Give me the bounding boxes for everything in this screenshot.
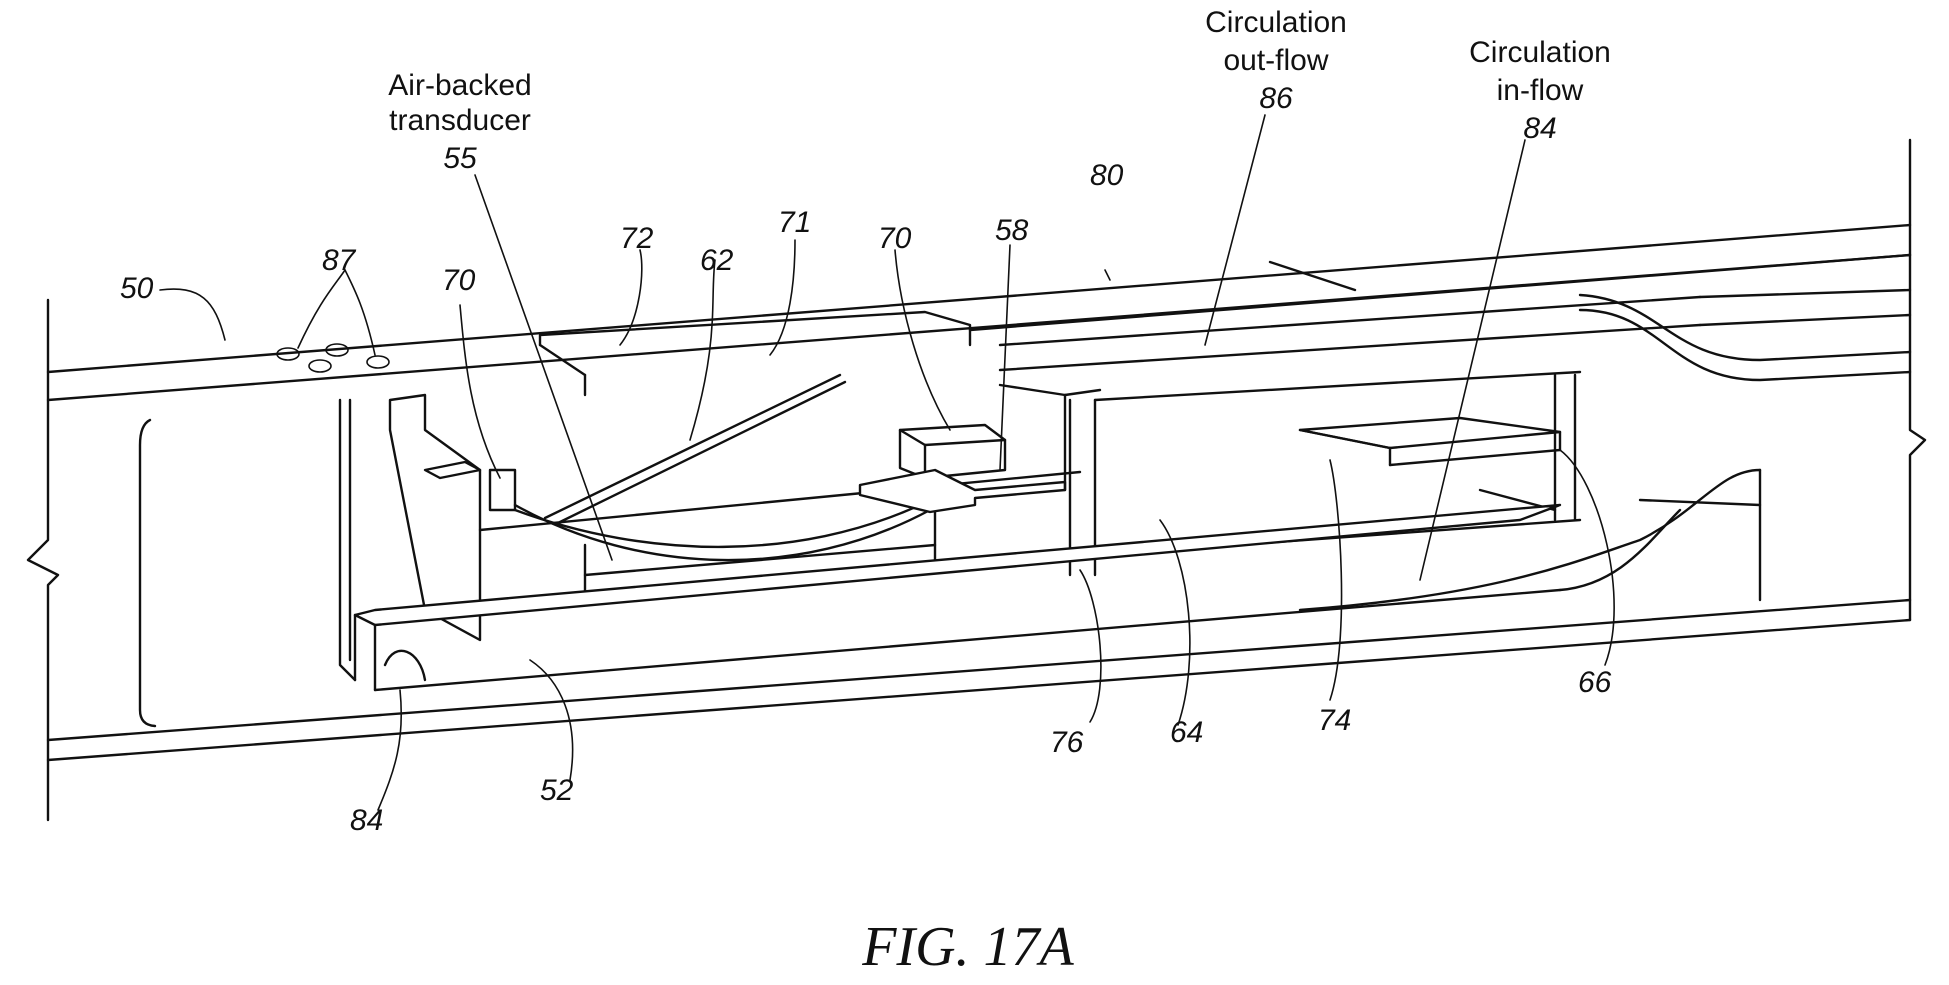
label-84-bottom: 84 xyxy=(350,804,383,837)
ports-87 xyxy=(277,344,389,372)
label-87: 87 xyxy=(322,244,357,277)
label-70-mid: 70 xyxy=(878,222,912,255)
label-84-top: 84 xyxy=(1523,112,1556,145)
label-86: 86 xyxy=(1259,82,1293,115)
in-flow-label-line1: Circulation xyxy=(1469,36,1611,69)
break-lines xyxy=(28,140,1925,820)
label-71: 71 xyxy=(778,206,811,239)
label-74: 74 xyxy=(1318,704,1351,737)
label-55: 55 xyxy=(443,142,477,175)
label-50: 50 xyxy=(120,272,154,305)
air-backed-label-line2: transducer xyxy=(389,104,531,137)
label-62: 62 xyxy=(700,244,734,277)
leader-lines xyxy=(160,115,1614,810)
upper-channel xyxy=(540,255,1910,395)
lower-channel xyxy=(355,470,1760,690)
in-flow-label-line2: in-flow xyxy=(1497,74,1584,107)
callout-labels: Air-backed transducer 55 Circulation out… xyxy=(120,6,1612,837)
label-52: 52 xyxy=(540,774,574,807)
transducer-assembly xyxy=(340,375,1100,680)
label-72: 72 xyxy=(620,222,654,255)
label-70-left: 70 xyxy=(442,264,476,297)
label-66: 66 xyxy=(1578,666,1612,699)
label-64: 64 xyxy=(1170,716,1203,749)
air-backed-label-line1: Air-backed xyxy=(388,69,531,102)
figure-caption: FIG. 17A xyxy=(861,916,1074,978)
label-80: 80 xyxy=(1090,159,1124,192)
label-58: 58 xyxy=(995,214,1029,247)
label-76: 76 xyxy=(1050,726,1084,759)
out-flow-label-line2: out-flow xyxy=(1223,44,1328,77)
out-flow-label-line1: Circulation xyxy=(1205,6,1347,39)
